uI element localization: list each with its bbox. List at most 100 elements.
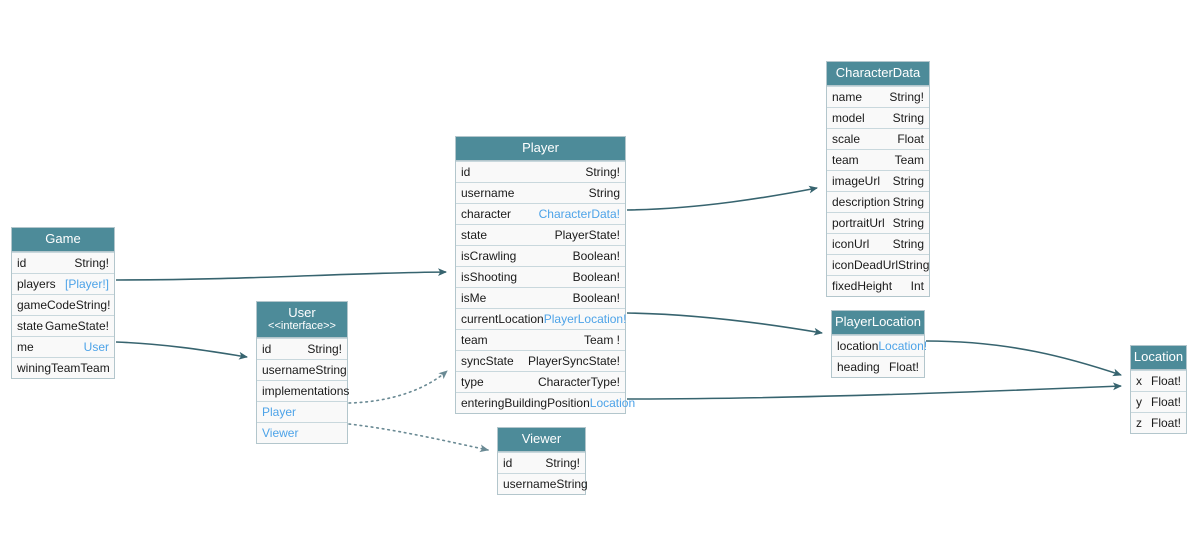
- edge-player-currentlocation-playerlocation: [626, 312, 823, 336]
- entity-title: CharacterData: [835, 65, 921, 80]
- field-name: heading: [837, 360, 880, 374]
- field-type: String: [556, 477, 588, 491]
- field-type[interactable]: Location!: [878, 339, 928, 353]
- field-name: description: [832, 195, 891, 209]
- field-type[interactable]: Location: [589, 396, 636, 410]
- field-row[interactable]: id String!: [257, 338, 347, 359]
- field-type: Float!: [888, 360, 919, 374]
- field-type: GameState!: [44, 319, 109, 333]
- field-row[interactable]: x Float!: [1131, 370, 1186, 391]
- entity-header-playerlocation: PlayerLocation: [832, 311, 924, 335]
- field-type: Team: [894, 153, 924, 167]
- field-type: String: [898, 258, 930, 272]
- field-row[interactable]: syncState PlayerSyncState!: [456, 350, 625, 371]
- field-row[interactable]: state PlayerState!: [456, 224, 625, 245]
- field-name: id: [17, 256, 27, 270]
- field-name: y: [1136, 395, 1142, 409]
- field-type: String: [892, 174, 924, 188]
- field-type: String: [315, 363, 347, 377]
- field-name: x: [1136, 374, 1142, 388]
- field-row[interactable]: Viewer: [257, 422, 347, 443]
- field-type: String: [892, 237, 924, 251]
- field-name: state: [17, 319, 44, 333]
- field-row[interactable]: implementations: [257, 380, 349, 401]
- field-name: isMe: [461, 291, 487, 305]
- field-type: PlayerSyncState!: [527, 354, 620, 368]
- edge-player-character-characterdata: [626, 185, 818, 211]
- field-name: me: [17, 340, 34, 354]
- field-type: CharacterType!: [537, 375, 620, 389]
- field-name: state: [461, 228, 488, 242]
- edge-player-enteringbuildingposition-location: [626, 382, 1122, 400]
- field-name: name: [832, 90, 863, 104]
- field-row[interactable]: me User: [12, 336, 114, 357]
- field-name: id: [262, 342, 272, 356]
- field-name: syncState: [461, 354, 514, 368]
- field-type[interactable]: CharacterData!: [538, 207, 620, 221]
- field-type: String!: [307, 342, 342, 356]
- field-row[interactable]: heading Float!: [832, 356, 924, 377]
- field-type[interactable]: User: [83, 340, 109, 354]
- field-name: fixedHeight: [832, 279, 893, 293]
- field-type[interactable]: [Player!]: [64, 277, 109, 291]
- field-name: gameCode: [17, 298, 76, 312]
- field-type: Float!: [1150, 374, 1181, 388]
- entity-title: Player: [522, 140, 559, 155]
- field-name: portraitUrl: [832, 216, 885, 230]
- field-row[interactable]: players[Player!]: [12, 273, 114, 294]
- field-name: Viewer: [262, 426, 299, 440]
- entity-title: PlayerLocation: [835, 314, 921, 329]
- field-name: isCrawling: [461, 249, 517, 263]
- field-type: PlayerState!: [554, 228, 620, 242]
- field-row[interactable]: team Team: [827, 149, 929, 170]
- field-name: team: [461, 333, 488, 347]
- field-name: team: [832, 153, 859, 167]
- field-type: Float!: [1150, 416, 1181, 430]
- edge-user-implements-player: [348, 370, 448, 404]
- field-name: iconDeadUrl: [832, 258, 899, 272]
- edge-playerlocation-location-location: [925, 340, 1122, 377]
- field-type[interactable]: PlayerLocation!: [543, 312, 627, 326]
- field-row[interactable]: Player: [257, 401, 347, 422]
- field-name: model: [832, 111, 865, 125]
- field-name: id: [503, 456, 513, 470]
- entity-title: Game: [45, 231, 81, 246]
- field-type: String: [892, 195, 924, 209]
